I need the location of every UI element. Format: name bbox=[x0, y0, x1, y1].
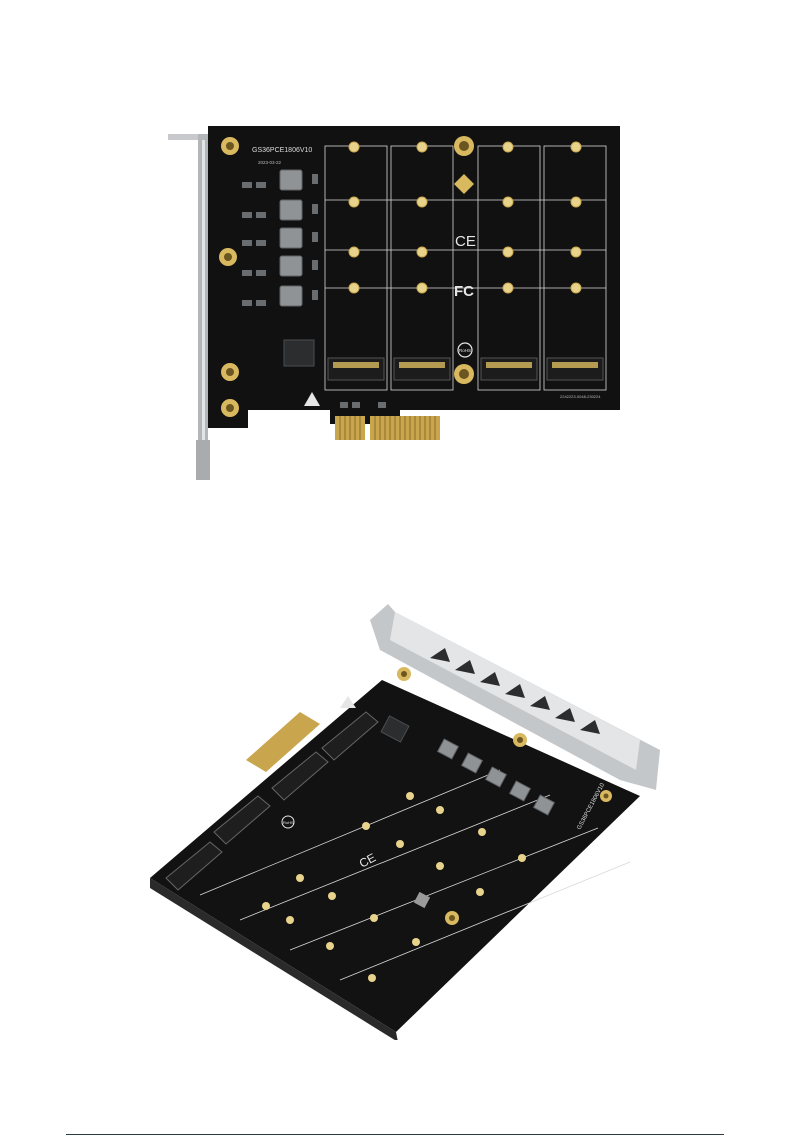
svg-text:RoHS: RoHS bbox=[283, 820, 294, 825]
esd-warning-icon bbox=[340, 696, 356, 708]
standoff-pads bbox=[262, 792, 526, 982]
qr-code bbox=[413, 891, 431, 909]
ce-mark: CE bbox=[455, 233, 476, 250]
power-inductors bbox=[279, 169, 303, 307]
pcie-bracket bbox=[168, 134, 210, 480]
board-angled-view-photo: GS36PCE1806V10 CE RoHS bbox=[0, 600, 790, 1042]
controller-chip bbox=[283, 339, 315, 367]
pcie-gold-fingers bbox=[335, 416, 440, 440]
mounting-holes bbox=[397, 667, 612, 925]
controller-chip bbox=[380, 715, 410, 743]
pcie-bracket bbox=[370, 604, 660, 790]
ce-mark: CE bbox=[357, 850, 378, 870]
standoff-pads bbox=[348, 141, 582, 294]
gold-diamond-logo bbox=[454, 174, 474, 194]
board-date-label: 2023-03-22 bbox=[258, 160, 282, 165]
board-top-view-illustration: GS36PCE1806V10 2023-03-22 2242223-0048-2… bbox=[168, 126, 620, 480]
board-top-view-photo: GS36PCE1806V10 2023-03-22 2242223-0048-2… bbox=[0, 110, 790, 490]
m2-slot-outlines bbox=[199, 769, 631, 981]
board-serial-label: 2242223-0048-230224 bbox=[560, 394, 601, 399]
svg-text:RoHS: RoHS bbox=[459, 348, 471, 353]
board-angled-view-illustration: GS36PCE1806V10 CE RoHS bbox=[150, 604, 660, 1042]
smd-components bbox=[242, 174, 386, 408]
rohs-mark: RoHS bbox=[457, 342, 473, 358]
board-model-label: GS36PCE1806V10 bbox=[252, 147, 312, 154]
pcie-gold-fingers bbox=[246, 712, 320, 772]
m2-connectors bbox=[165, 711, 379, 891]
footer-divider bbox=[66, 1134, 724, 1135]
fc-mark: FC bbox=[454, 283, 474, 300]
esd-warning-icon bbox=[304, 392, 320, 406]
mounting-holes bbox=[219, 136, 474, 417]
power-inductors bbox=[436, 738, 556, 816]
m2-connectors bbox=[327, 357, 604, 381]
pcb-board bbox=[208, 126, 620, 428]
pcb-board bbox=[150, 680, 640, 1032]
rohs-mark: RoHS bbox=[281, 815, 295, 829]
